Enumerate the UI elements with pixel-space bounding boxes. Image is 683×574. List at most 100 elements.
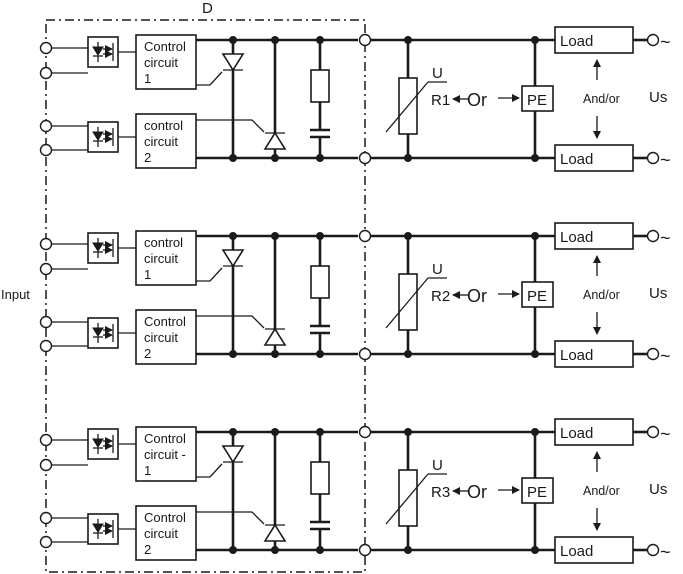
ac-symbol: ~ <box>660 424 671 444</box>
load-box <box>554 340 634 368</box>
junction-dot <box>229 350 237 358</box>
junction-dot <box>271 36 279 44</box>
or-label: Or <box>467 90 487 110</box>
input-terminal <box>39 119 53 133</box>
control-circuit-label: circuit <box>144 526 178 541</box>
gate-lead-top <box>196 71 223 86</box>
junction-dot <box>229 428 237 436</box>
input-terminal <box>39 41 53 55</box>
varistor-diagonal <box>385 81 429 133</box>
input-terminal <box>39 535 53 549</box>
pe-box <box>521 281 554 308</box>
junction-dot <box>316 428 324 436</box>
junction-dot <box>271 350 279 358</box>
thyristor-icon <box>221 249 245 268</box>
junction-dot <box>404 428 412 436</box>
junction-dot <box>316 350 324 358</box>
enclosure-boundary <box>45 19 366 573</box>
junction-dot <box>531 36 539 44</box>
input-terminal <box>39 433 53 447</box>
load-label: Load <box>560 347 593 364</box>
output-terminal <box>358 33 372 47</box>
junction-dot <box>531 428 539 436</box>
junction-dot <box>229 154 237 162</box>
junction-dot <box>531 154 539 162</box>
input-terminal <box>39 143 53 157</box>
junction-dot <box>531 350 539 358</box>
gate-lead-bottom <box>196 315 265 329</box>
output-terminal <box>358 151 372 165</box>
junction-dot <box>531 546 539 554</box>
control-circuit-label: circuit <box>144 134 178 149</box>
thyristor-icon <box>221 445 245 464</box>
control-circuit-label: Control <box>144 510 186 525</box>
thyristor-icon <box>263 131 287 150</box>
output-terminal <box>358 425 372 439</box>
control-circuit-label: 2 <box>144 542 151 557</box>
supply-terminal <box>646 33 660 47</box>
snubber-resistor <box>310 461 330 495</box>
input-terminal <box>39 66 53 80</box>
load-box <box>554 222 634 250</box>
junction-dot <box>316 154 324 162</box>
ac-symbol: ~ <box>660 346 671 366</box>
voltage-label: U <box>432 65 443 82</box>
pe-box <box>521 477 554 504</box>
junction-dot <box>271 428 279 436</box>
supply-terminal <box>646 425 660 439</box>
gate-lead-top <box>196 463 223 478</box>
control-circuit-box <box>135 309 197 365</box>
load-label: Load <box>560 543 593 560</box>
junction-dot <box>229 232 237 240</box>
junction-dot <box>271 232 279 240</box>
load-label: Load <box>560 229 593 246</box>
pe-label: PE <box>527 288 547 305</box>
control-circuit-label: Control <box>144 39 186 54</box>
junction-dot <box>229 36 237 44</box>
junction-dot <box>229 546 237 554</box>
varistor-diagonal <box>385 473 429 525</box>
junction-dot <box>271 546 279 554</box>
snubber-resistor <box>310 265 330 299</box>
output-terminal <box>358 543 372 557</box>
input-terminal <box>39 315 53 329</box>
control-circuit-label: control <box>144 118 183 133</box>
gate-lead-bottom <box>196 119 265 133</box>
ac-symbol: ~ <box>660 150 671 170</box>
control-circuit-label: 1 <box>144 463 151 478</box>
junction-dot <box>531 232 539 240</box>
load-box <box>554 536 634 564</box>
control-circuit-label: circuit <box>144 330 178 345</box>
control-circuit-label: Control <box>144 431 186 446</box>
and-or-label: And/or <box>583 92 620 106</box>
control-circuit-label: control <box>144 235 183 250</box>
junction-dot <box>404 154 412 162</box>
pe-box <box>521 85 554 112</box>
junction-dot <box>404 350 412 358</box>
load-label: Load <box>560 33 593 50</box>
and-or-label: And/or <box>583 288 620 302</box>
ac-symbol: ~ <box>660 542 671 562</box>
control-circuit-box <box>135 230 197 286</box>
thyristor-icon <box>263 523 287 542</box>
supply-voltage-label: Us <box>649 285 667 302</box>
control-circuit-box <box>135 426 197 482</box>
supply-terminal <box>646 229 660 243</box>
load-label: Load <box>560 151 593 168</box>
resistor-label: R1 <box>431 92 450 109</box>
snubber-resistor <box>310 69 330 103</box>
voltage-label: U <box>432 261 443 278</box>
resistor-label: R2 <box>431 288 450 305</box>
input-label: Input <box>1 287 30 302</box>
supply-voltage-label: Us <box>649 89 667 106</box>
pe-label: PE <box>527 484 547 501</box>
input-terminal <box>39 511 53 525</box>
load-label: Load <box>560 425 593 442</box>
supply-terminal <box>646 347 660 361</box>
control-circuit-label: circuit <box>144 55 178 70</box>
ac-symbol: ~ <box>660 228 671 248</box>
